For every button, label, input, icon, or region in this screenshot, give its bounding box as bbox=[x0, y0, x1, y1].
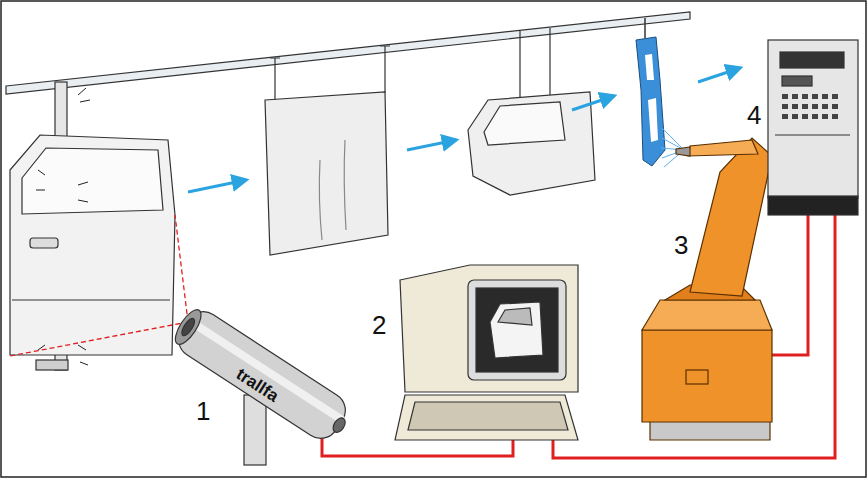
wires bbox=[322, 215, 835, 458]
paint-robot bbox=[642, 138, 772, 440]
door-panel bbox=[265, 46, 390, 255]
camera-scanner bbox=[168, 303, 356, 465]
sight-line bbox=[10, 215, 188, 356]
control-cabinet bbox=[768, 40, 858, 215]
computer-terminal bbox=[395, 265, 578, 440]
callout-number: 2 bbox=[372, 312, 386, 338]
flow-arrow bbox=[188, 68, 740, 192]
painted-frame bbox=[636, 18, 684, 167]
door-shell bbox=[468, 28, 595, 195]
door-scanned bbox=[10, 82, 175, 370]
callout-number: 4 bbox=[747, 102, 761, 128]
callout-number: 1 bbox=[196, 398, 210, 424]
spray bbox=[661, 128, 684, 167]
conveyor-rail bbox=[6, 12, 690, 94]
callout-number: 3 bbox=[674, 232, 688, 258]
